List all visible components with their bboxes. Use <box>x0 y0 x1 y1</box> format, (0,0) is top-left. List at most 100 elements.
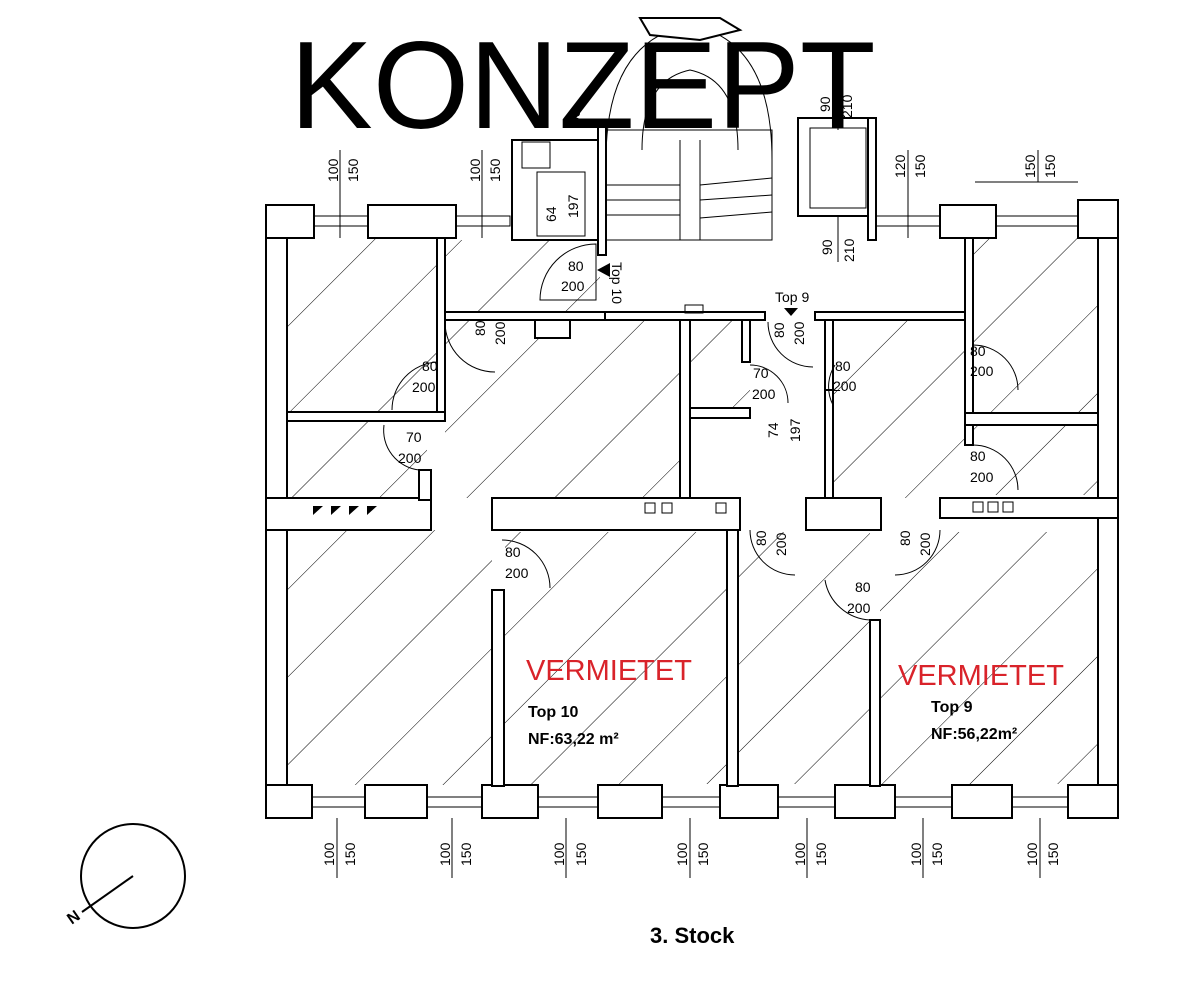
unit-area: NF:56,22m² <box>931 726 1017 743</box>
room-hatch <box>973 425 1098 495</box>
dim-label: 200 <box>917 532 933 556</box>
dim-label: 80 <box>897 530 913 546</box>
dim-label: 150 <box>813 842 829 866</box>
wall <box>964 424 974 446</box>
stair-cap <box>638 17 743 42</box>
dim-label: 200 <box>505 565 529 581</box>
north-compass: N <box>64 823 186 929</box>
wall <box>939 497 1119 519</box>
window <box>537 796 599 808</box>
wall <box>1077 199 1119 239</box>
door-swing <box>444 321 496 373</box>
dim-label: 100 <box>325 158 341 182</box>
wall <box>265 204 315 239</box>
door-swing <box>383 424 420 471</box>
dim-label: 80 <box>970 448 986 464</box>
dim-label: 70 <box>753 365 769 381</box>
unit-name: Top 10 <box>528 704 578 721</box>
wall <box>286 411 446 422</box>
wall <box>436 237 446 414</box>
dim-label: 100 <box>792 842 808 866</box>
dim-label: 80 <box>771 322 787 338</box>
entrance-label-top10: Top 10 <box>609 262 625 304</box>
wall <box>964 237 974 414</box>
dim-label: 80 <box>422 358 438 374</box>
rental-status: VERMIETET <box>898 660 1064 692</box>
chimney-mark <box>661 502 673 514</box>
wall <box>824 389 834 499</box>
compass-circle <box>80 823 186 929</box>
chimney-mark <box>1002 501 1014 513</box>
stair-curve <box>641 69 739 151</box>
chimney-mark <box>367 506 377 515</box>
wall <box>597 784 663 819</box>
dim-label: 150 <box>342 842 358 866</box>
concept-watermark: KONZEPT <box>290 17 876 155</box>
dim-label: 100 <box>551 842 567 866</box>
wall <box>719 784 779 819</box>
door-swing <box>824 579 871 621</box>
stair-step <box>699 211 773 219</box>
dim-label: 74 <box>765 422 781 438</box>
dim-label: 80 <box>472 320 488 336</box>
window <box>313 215 369 227</box>
door-swing <box>972 444 1019 491</box>
dim-label: 150 <box>929 842 945 866</box>
shaft <box>521 141 551 169</box>
room-hatch <box>445 320 680 498</box>
wall <box>265 784 313 819</box>
chimney-mark <box>987 501 999 513</box>
room-hatch <box>738 532 870 784</box>
chimney-mark <box>715 502 727 514</box>
dim-label: 210 <box>841 238 857 262</box>
wall <box>1067 784 1119 819</box>
window <box>426 796 483 808</box>
wall <box>364 784 428 819</box>
wall <box>679 319 691 499</box>
chimney-mark <box>349 506 359 515</box>
wall <box>491 589 505 787</box>
dim-label: 197 <box>787 418 803 442</box>
wall <box>814 311 966 321</box>
entrance-label-top9: Top 9 <box>775 289 809 305</box>
room-hatch <box>505 532 727 784</box>
dim-label: 200 <box>970 469 994 485</box>
room-hatch <box>880 532 1098 784</box>
door-swing <box>391 361 438 411</box>
unit-top9: VERMIETET Top 9 NF:56,22m² <box>898 660 1064 743</box>
wall <box>534 319 571 339</box>
wall <box>867 117 877 241</box>
room-hatch <box>445 240 600 320</box>
door-swing <box>501 539 551 589</box>
hatched-rooms <box>287 238 1098 785</box>
chimney-mark <box>331 506 341 515</box>
wall <box>265 497 432 531</box>
dim-label: 197 <box>565 194 581 218</box>
dim-label: 80 <box>753 530 769 546</box>
dim-label: 150 <box>1022 154 1038 178</box>
dim-label: 80 <box>835 358 851 374</box>
chimney-mark <box>644 502 656 514</box>
chimney-mark <box>313 506 323 515</box>
wall <box>951 784 1013 819</box>
wall <box>418 469 432 501</box>
dim-label: 100 <box>1024 842 1040 866</box>
dim-label: 200 <box>752 386 776 402</box>
dim-label: 80 <box>568 258 584 274</box>
dim-label: 100 <box>437 842 453 866</box>
dim-label: 80 <box>855 579 871 595</box>
chimney-markers <box>313 501 1014 515</box>
room-hatch <box>287 420 427 498</box>
dim-label: 120 <box>892 154 908 178</box>
dim-label: 200 <box>561 278 585 294</box>
room-hatch <box>690 320 750 410</box>
dim-label: 100 <box>674 842 690 866</box>
wall <box>726 529 739 787</box>
dim-label: 200 <box>791 321 807 345</box>
elevator <box>797 117 877 241</box>
wall <box>444 311 606 321</box>
entrance-marker <box>684 304 704 314</box>
unit-top10: VERMIETET Top 10 NF:63,22 m² <box>526 655 692 748</box>
window <box>1011 796 1069 808</box>
dim-label: 150 <box>345 158 361 182</box>
